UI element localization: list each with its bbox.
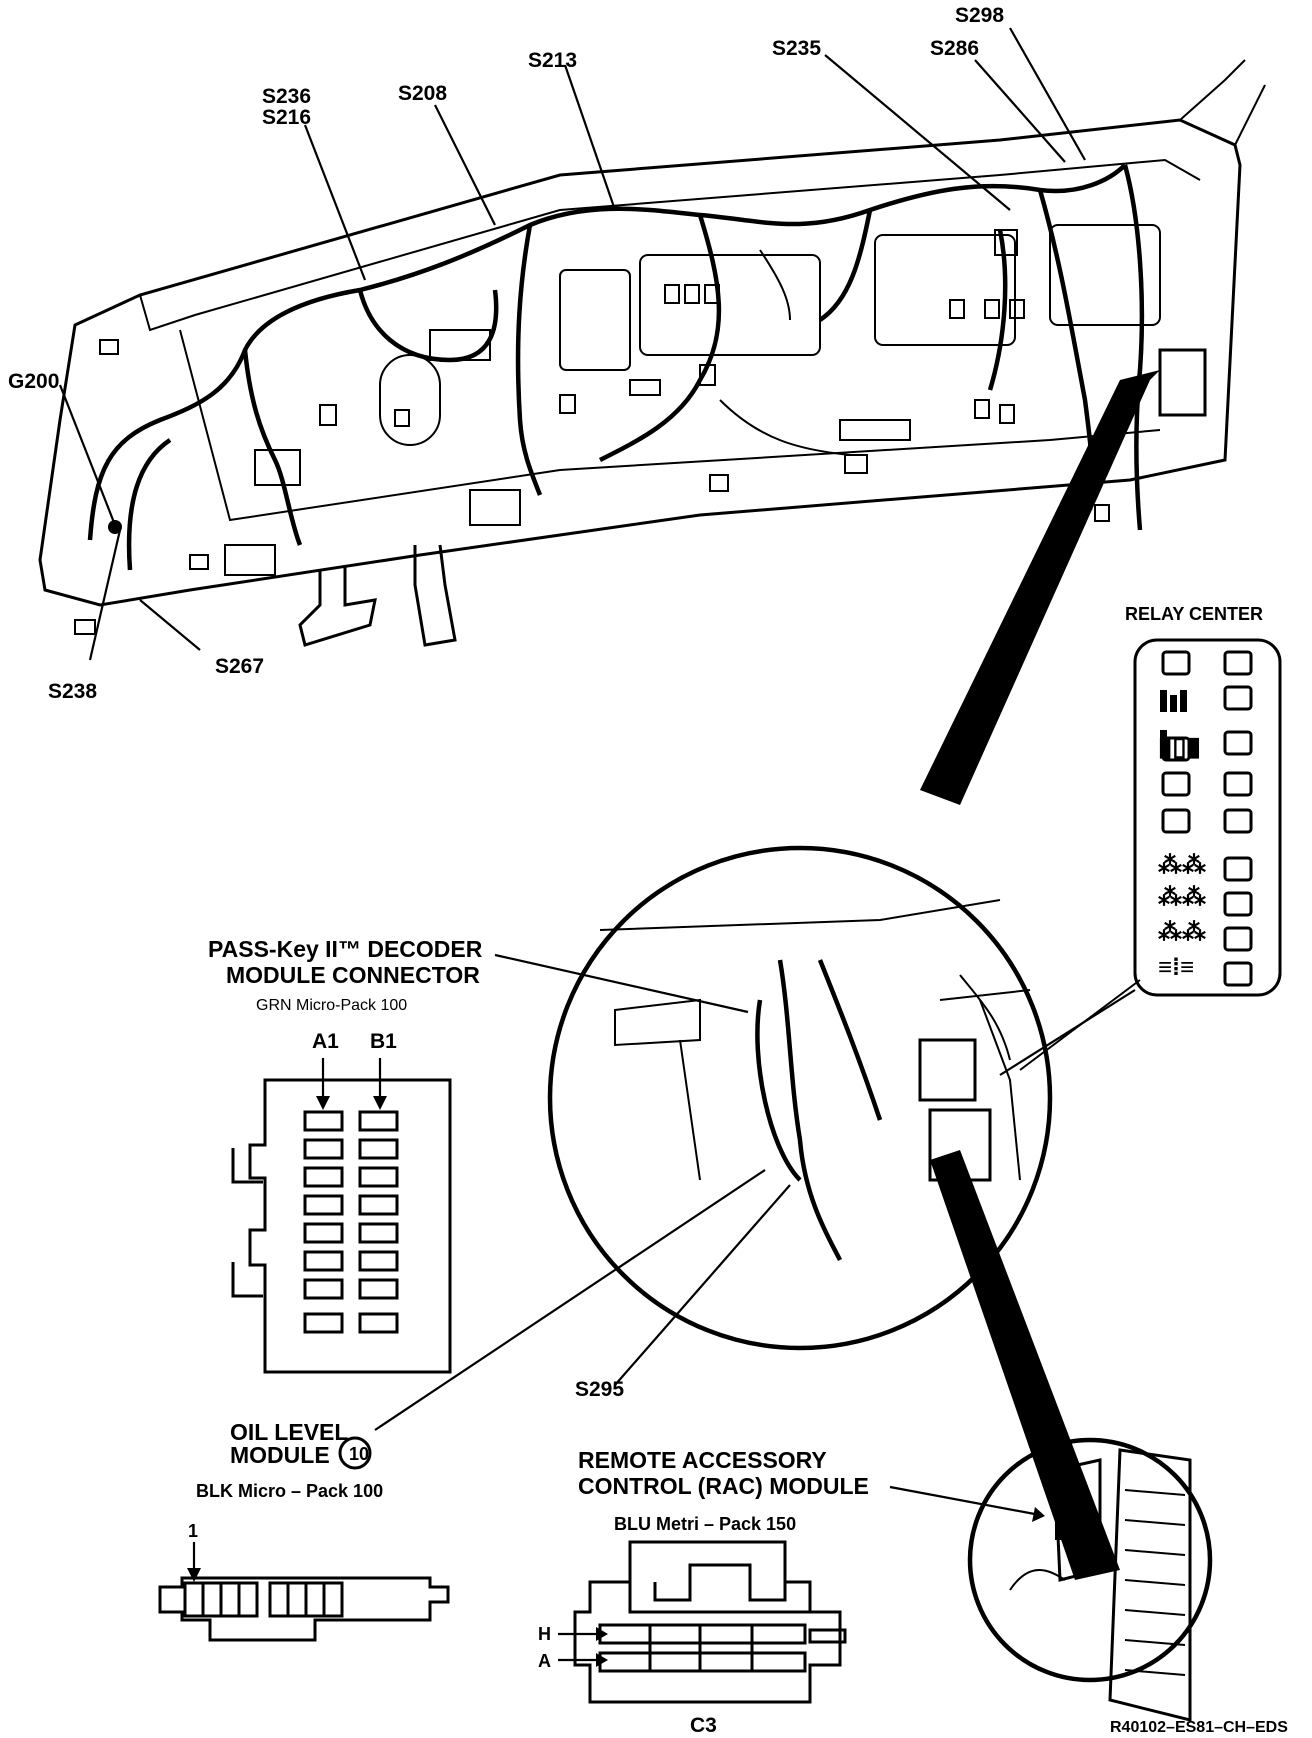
decoder-title-line1: PASS-Key II™ DECODER: [208, 936, 483, 962]
label-g200: G200: [8, 370, 59, 393]
oil-level-title-line1: OIL LEVEL: [230, 1419, 348, 1445]
relay-glyph: ▮▯▮: [1158, 731, 1201, 761]
oil-level-connector: [158, 1169, 766, 1642]
instrument-panel: [38, 59, 1266, 647]
splice-leaders: [58, 27, 1086, 661]
rac-connector-id: C3: [690, 1714, 717, 1737]
rac-title-line1: REMOTE ACCESSORY: [578, 1447, 827, 1473]
svg-text:⁂⁂: ⁂⁂: [1158, 852, 1206, 879]
label-s298: S298: [955, 4, 1004, 27]
oil-level-badge: 10: [349, 1444, 369, 1464]
label-s235: S235: [772, 37, 821, 60]
label-s238: S238: [48, 680, 97, 703]
zoom-wedge: [920, 370, 1160, 805]
relay-center-title: RELAY CENTER: [1125, 604, 1263, 624]
label-s236: S236: [262, 85, 311, 108]
oil-level-pin-1: 1: [188, 1521, 198, 1541]
zoom-wedge-2: [930, 1150, 1120, 1580]
rac-connector-type: BLU Metri – Pack 150: [614, 1514, 796, 1534]
label-s208: S208: [398, 82, 447, 105]
label-s286: S286: [930, 37, 979, 60]
labels: S298 S286 S235 S213 S208 S236 S216 G200 …: [8, 4, 1288, 1737]
label-s213: S213: [528, 49, 577, 72]
label-s216: S216: [262, 106, 311, 129]
rac-connector: [558, 1485, 1045, 1704]
oil-level-title-line2: MODULE: [230, 1442, 330, 1468]
svg-text:⁂⁂: ⁂⁂: [1158, 919, 1206, 946]
rac-pin-a: A: [538, 1651, 551, 1671]
decoder-connector-type: GRN Micro-Pack 100: [256, 997, 407, 1014]
rac-pin-h: H: [538, 1624, 551, 1644]
decoder-pin-b1: B1: [370, 1030, 397, 1053]
label-s267: S267: [215, 655, 264, 678]
svg-text:≡⁞≡: ≡⁞≡: [1158, 954, 1194, 981]
magnified-view: [547, 845, 1141, 1351]
decoder-pin-a1: A1: [312, 1030, 339, 1053]
svg-text:⁂⁂: ⁂⁂: [1158, 884, 1206, 911]
decoder-title-line2: MODULE CONNECTOR: [226, 962, 480, 988]
label-s295: S295: [575, 1378, 624, 1401]
relay-center: ▮▯▮ ⁂⁂ ⁂⁂ ⁂⁂ ≡⁞≡: [999, 638, 1282, 1076]
rac-detail-circle: [967, 1437, 1213, 1722]
figure-id: R40102–ES81–CH–EDS: [1110, 1719, 1288, 1736]
oil-level-connector-type: BLK Micro – Pack 100: [196, 1481, 383, 1501]
decoder-connector: [231, 953, 749, 1374]
rac-title-line2: CONTROL (RAC) MODULE: [578, 1473, 869, 1499]
